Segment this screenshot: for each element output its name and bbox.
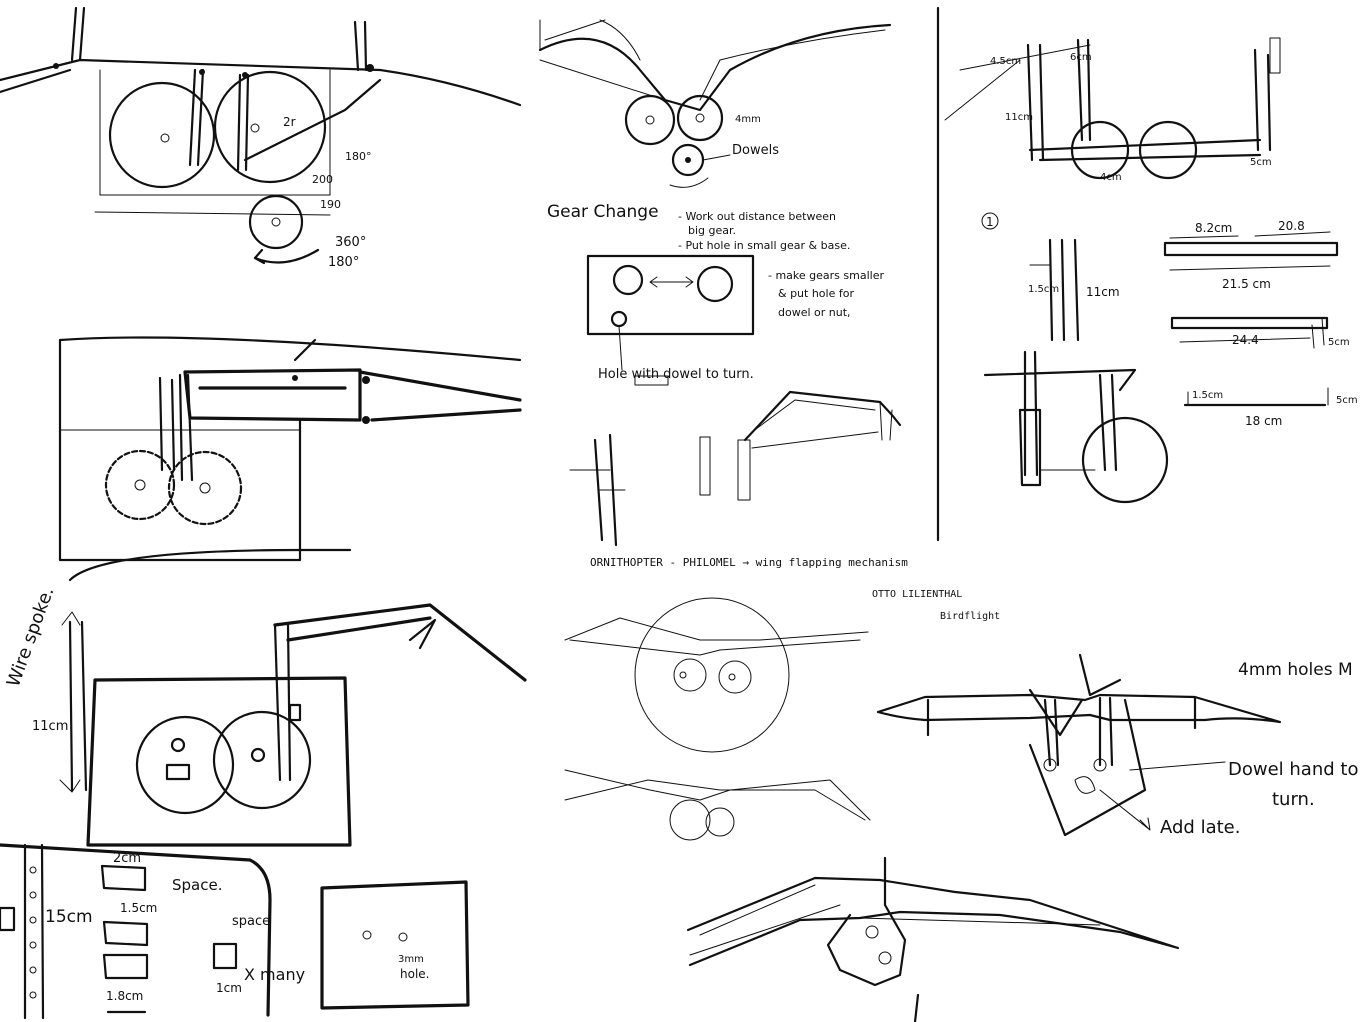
dim-1-5cm-b: 1.5cm: [1192, 390, 1223, 401]
label-180: 180°: [345, 150, 372, 163]
note-line-1: - Work out distance between: [678, 210, 836, 223]
dim-1-5cm: 1.5cm: [120, 901, 157, 915]
label-dowels: Dowels: [732, 143, 779, 158]
hole-label-2: hole.: [400, 967, 429, 981]
dim-11cm: 11cm: [1086, 285, 1120, 299]
sketch-toothed-gears: [58, 336, 522, 582]
sketch-parts-strip: 15cm 2cm Space. 1.5cm 1.8cm space 1cm X …: [0, 843, 470, 1020]
sketch-measurements-top-right: 4.5cm 11cm 5cm 6cm 4cm 1 1.5cm 11cm 8.2c…: [944, 37, 1358, 504]
m-4cm: 4cm: [1100, 172, 1122, 183]
label-180b: 180°: [328, 255, 359, 270]
m-11cm: 11cm: [1005, 112, 1033, 123]
sketch-gear-change-top-middle: 4mm Dowels Gear Change - Work out distan…: [538, 19, 902, 547]
space-1: Space.: [172, 876, 222, 894]
holes-label: 4mm holes M: [1238, 660, 1353, 680]
label-4mm: 4mm: [735, 114, 761, 125]
side-note-1: - make gears smaller: [768, 269, 884, 282]
dim-18cm: 18 cm: [1245, 414, 1282, 428]
side-note-2: & put hole for: [778, 287, 854, 300]
label-360: 360°: [335, 235, 366, 250]
dim-1cm: 1cm: [216, 981, 242, 995]
dowel-label-1: Dowel hand to: [1228, 759, 1358, 780]
dim-20-8: 20.8: [1278, 219, 1305, 233]
gear-change-title: Gear Change: [547, 202, 659, 222]
sketch-wire-spoke: Wire spoke. 11cm: [3, 584, 527, 847]
height-11cm: 11cm: [32, 719, 68, 734]
label-190: 190: [320, 198, 341, 211]
wire-spoke-label: Wire spoke.: [3, 584, 59, 689]
m-5cm: 5cm: [1250, 157, 1272, 168]
dim-15cm: 15cm: [45, 907, 93, 927]
dim-1-8cm: 1.8cm: [106, 989, 143, 1003]
dim-5cm: 5cm: [1328, 337, 1350, 348]
dowel-label-2: turn.: [1272, 789, 1315, 810]
birdflight-label: Birdflight: [940, 611, 1000, 622]
dim-24-4: 24.4: [1232, 333, 1259, 347]
add-later-label: Add late.: [1160, 817, 1240, 838]
dim-8-2cm: 8.2cm: [1195, 221, 1232, 235]
side-note-3: dowel or nut,: [778, 306, 851, 319]
x-many: X many: [244, 965, 305, 984]
dim-5cm-b: 5cm: [1336, 395, 1358, 406]
ornithopter-caption: ORNITHOPTER - PHILOMEL → wing flapping m…: [590, 556, 908, 569]
sketch-dowel-hand: 4mm holes M Dowel hand to turn. Add late…: [876, 653, 1358, 838]
hole-label-1: 3mm: [398, 954, 424, 965]
sketch-wing-bottom: [686, 856, 1180, 1022]
note-line-2: big gear.: [688, 224, 736, 237]
note-line-3: - Put hole in small gear & base.: [678, 239, 850, 252]
otto-label: OTTO LILIENTHAL: [872, 589, 962, 600]
circle-number: 1: [986, 215, 994, 229]
hole-caption: Hole with dowel to turn.: [598, 367, 754, 382]
dim-1-5cm: 1.5cm: [1028, 284, 1059, 295]
label-200: 200: [312, 173, 333, 186]
m-4-5cm: 4.5cm: [990, 56, 1021, 67]
m-6cm: 6cm: [1070, 52, 1092, 63]
dim-2cm: 2cm: [113, 851, 141, 866]
space-2: space: [232, 914, 270, 929]
sketch-flapping-mechanism: [564, 597, 871, 841]
label-2r: 2r: [283, 115, 296, 129]
sketch-gearbox-top-left: 2r 180° 200 190 360° 180°: [0, 6, 522, 270]
dim-21-5cm: 21.5 cm: [1222, 277, 1271, 291]
